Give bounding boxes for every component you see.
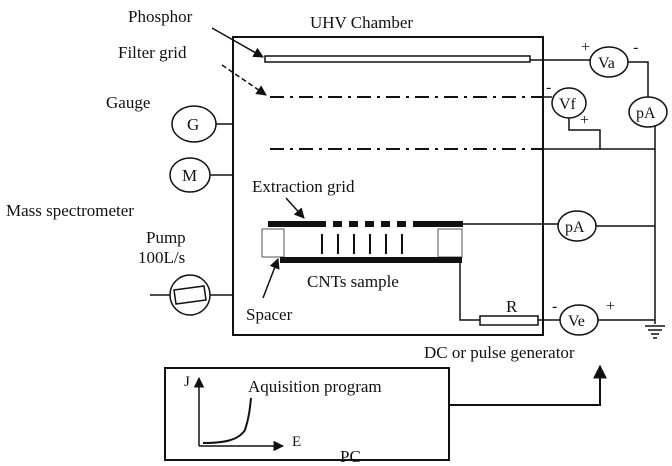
wire-vf-to-ground-rail — [543, 118, 601, 150]
pa-meter-mid-label: pA — [565, 219, 585, 236]
phosphor-screen — [264, 55, 531, 63]
phosphor-label: Phosphor — [128, 7, 193, 26]
filter-grid-pointer — [221, 64, 267, 96]
cnts-sample-substrate — [280, 257, 462, 263]
vf-minus-sign: - — [546, 79, 551, 96]
va-plus-sign: + — [581, 39, 590, 56]
mass-spectrometer-symbol: M — [182, 166, 197, 185]
spacer-label: Spacer — [246, 305, 293, 324]
vf-plus-sign: + — [580, 112, 589, 129]
extraction-grid — [268, 221, 463, 227]
spacer-left — [261, 228, 285, 258]
je-curve — [202, 397, 252, 444]
ve-plus-sign: + — [606, 298, 615, 315]
j-axis-label: J — [184, 374, 190, 390]
spacer-pointer — [262, 258, 280, 299]
ve-minus-sign: - — [552, 298, 557, 315]
va-minus-sign: - — [633, 39, 638, 56]
extraction-grid-pointer — [285, 197, 305, 219]
pump-speed-label: 100L/s — [138, 248, 185, 267]
mass-spectrometer-label: Mass spectrometer — [6, 201, 134, 220]
cnt-emitters — [321, 234, 403, 254]
pc-label: PC — [340, 447, 361, 466]
e-axis-label: E — [292, 434, 301, 450]
acquisition-program-label: Aquisition program — [248, 377, 382, 396]
uhv-chamber-label: UHV Chamber — [310, 13, 413, 32]
pa-meter-top-label: pA — [636, 105, 656, 122]
filter-grid-label: Filter grid — [118, 43, 187, 62]
resistor — [479, 315, 539, 326]
gauge-symbol: G — [187, 115, 199, 134]
pa-meter-top — [628, 96, 668, 128]
wire-va-to-pa-top — [628, 61, 649, 97]
pump-label: Pump — [146, 228, 186, 247]
ground-symbol — [645, 325, 665, 339]
cnts-sample-label: CNTs sample — [307, 272, 399, 291]
pump-rotor — [173, 285, 207, 305]
resistor-label: R — [506, 297, 518, 316]
va-meter-label: Va — [598, 55, 615, 72]
pc-acquisition-box — [164, 367, 450, 461]
pump-symbol — [169, 274, 211, 316]
gauge-label: Gauge — [106, 93, 150, 112]
uhv-chamber-box — [232, 36, 544, 336]
spacer-right — [437, 228, 463, 258]
vf-meter-label: Vf — [559, 96, 577, 113]
pc-to-generator-arrow — [449, 364, 607, 406]
wire-sample-to-resistor — [459, 263, 480, 321]
extraction-grid-label: Extraction grid — [252, 177, 355, 196]
generator-label: DC or pulse generator — [424, 343, 575, 362]
phosphor-pointer — [211, 27, 264, 58]
ve-meter-label: Ve — [568, 313, 585, 330]
